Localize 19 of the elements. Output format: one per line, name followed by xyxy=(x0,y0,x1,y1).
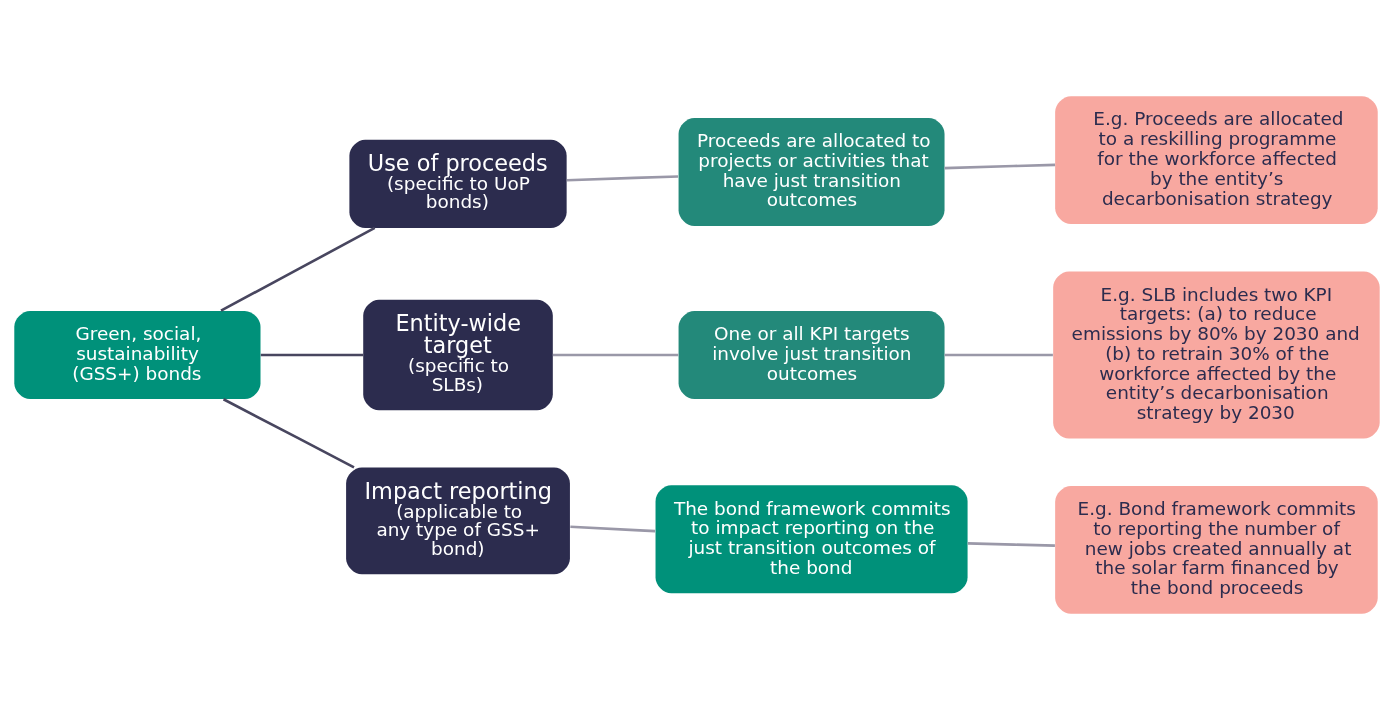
connector xyxy=(944,353,1053,356)
node-box: One or all KPI targets involve just transition outcomes xyxy=(678,310,945,399)
connector xyxy=(552,353,679,356)
connector xyxy=(222,397,355,468)
node-box: Entity-wide target (specific to SLBs) xyxy=(363,299,553,410)
node-box: E.g. Bond framework commits to reporting the number of new jobs created annually at the solar farm financed by the bond proceeds xyxy=(1055,485,1378,614)
connector xyxy=(260,353,364,356)
node-box: Use of proceeds (specific to UoP bonds) xyxy=(349,139,567,228)
connector xyxy=(967,541,1055,547)
node-box: E.g. SLB includes two KPI targets: (a) to reduce emissions by 80% by 2030 and (b) to retrain 30% of the workforce affected by the entity’s decarbonisation strategy by 2030 xyxy=(1053,270,1380,439)
connector xyxy=(944,163,1056,169)
node-box: Green, social, sustainability (GSS+) bonds xyxy=(14,310,261,399)
node-box: E.g. Proceeds are allocated to a reskilling programme for the workforce affected by the entity’s decarbonisation strategy xyxy=(1055,95,1378,224)
node-box: Impact reporting (applicable to any type of GSS+ bond) xyxy=(346,467,570,574)
node-box: Proceeds are allocated to projects or activities that have just transition outcomes xyxy=(678,117,945,226)
node-box: The bond framework commits to impact reporting on the just transition outcomes of the bond xyxy=(655,484,968,593)
connector xyxy=(570,524,656,532)
connector xyxy=(566,174,679,181)
connector xyxy=(220,226,376,312)
